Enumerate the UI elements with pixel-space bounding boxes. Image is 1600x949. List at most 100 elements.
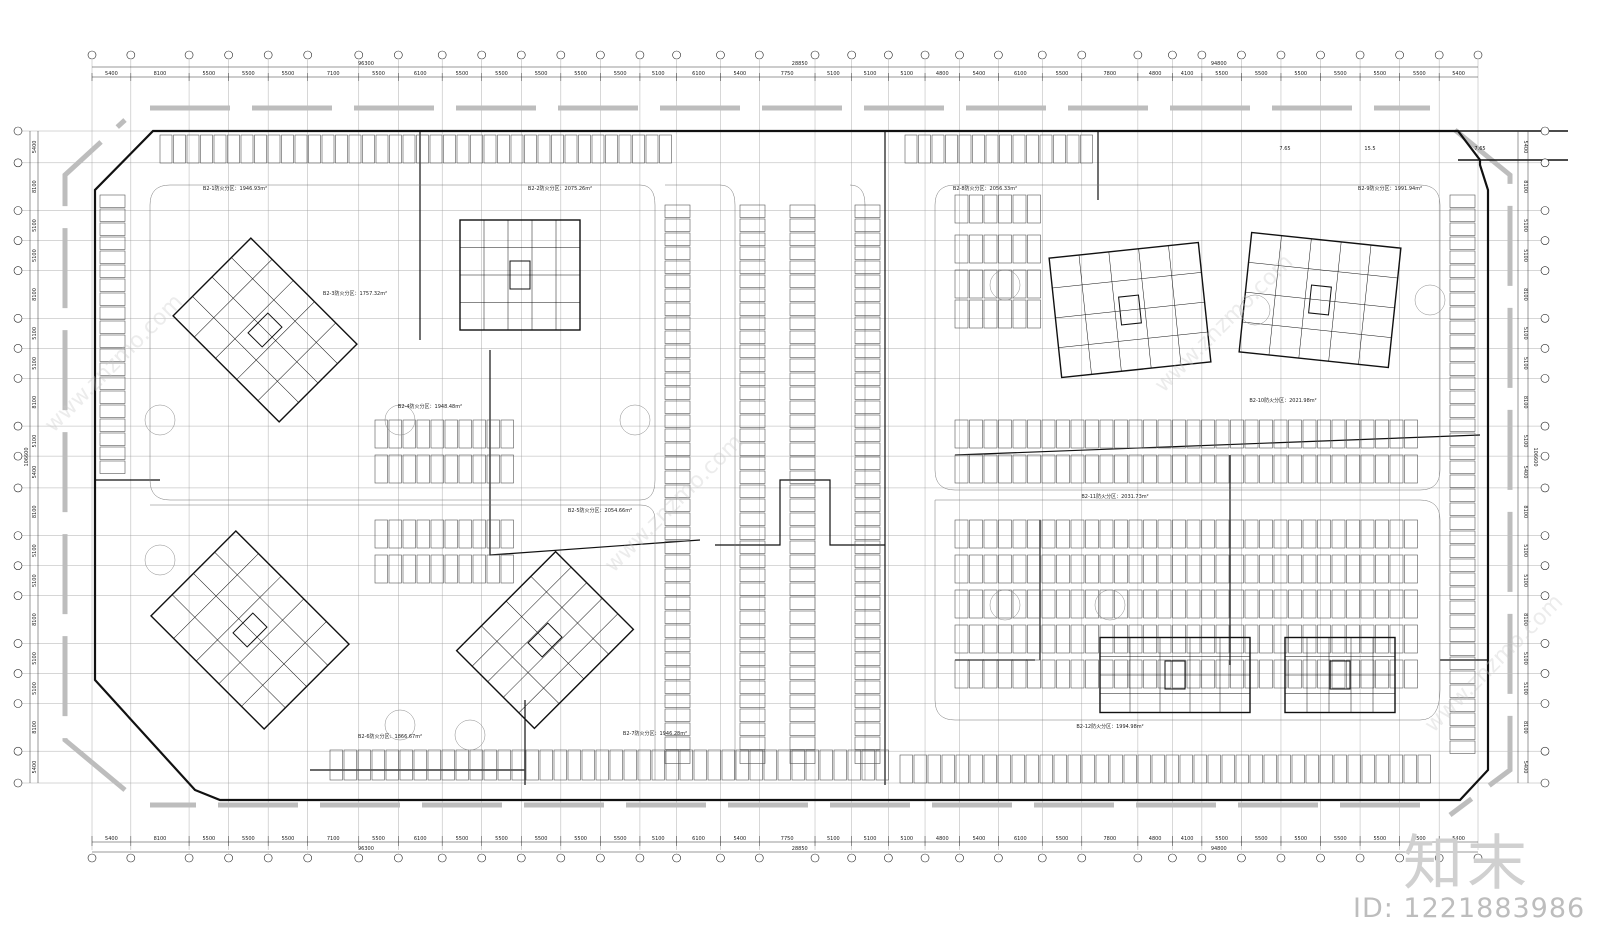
parking-stall — [1081, 754, 1095, 784]
dimension-label: 7750 — [781, 836, 794, 842]
parking-stall — [1114, 454, 1128, 484]
parking-stall — [1128, 454, 1143, 484]
parking-stall — [854, 414, 881, 428]
dimension-label: 8100 — [32, 613, 38, 626]
grid-bubble — [1540, 313, 1550, 323]
parking-stall — [1193, 754, 1207, 784]
parking-stall — [1230, 454, 1244, 484]
parking-stall — [472, 554, 486, 584]
dimension-label: 5500 — [1056, 836, 1069, 842]
parking-stall — [1288, 659, 1302, 689]
parking-stall — [1244, 519, 1259, 549]
parking-stall — [1172, 659, 1186, 689]
grid-bubble — [13, 561, 23, 570]
parking-stall — [972, 134, 985, 164]
dimension-label: 5400 — [1522, 466, 1528, 479]
parking-stall — [389, 134, 402, 164]
dimension-label: 5500 — [535, 836, 548, 842]
parking-stall — [1027, 419, 1041, 449]
grid-bubble — [920, 853, 930, 863]
building-gridline — [1248, 262, 1398, 279]
parking-stall — [388, 454, 402, 484]
parking-stall — [1389, 519, 1404, 549]
dimension-label: 5500 — [1334, 836, 1347, 842]
dimension-label: 8100 — [1522, 613, 1528, 626]
left-dimension-column: 5400810051005100810051005100810051005400… — [24, 131, 39, 783]
parking-stall — [1449, 600, 1476, 614]
parking-stall — [789, 428, 816, 442]
dimension-label: 7100 — [327, 836, 340, 842]
parking-stall — [1027, 624, 1041, 654]
dimension-label: 5500 — [535, 71, 548, 77]
parking-stall — [1389, 454, 1404, 484]
grid-bubble — [13, 451, 23, 461]
parking-stall — [819, 749, 833, 781]
grid-bubble — [184, 50, 194, 60]
parking-stall — [281, 134, 294, 164]
parking-stall — [789, 400, 816, 414]
parking-stall — [308, 134, 321, 164]
parking-stall — [497, 134, 510, 164]
parking-stall — [854, 638, 881, 652]
parking-stall — [1288, 624, 1302, 654]
parking-stall — [1128, 519, 1143, 549]
parking-stall — [998, 454, 1012, 484]
turning-circle — [989, 269, 1021, 301]
parking-stall — [954, 194, 969, 224]
grid-bubble — [13, 591, 23, 601]
turning-circle — [454, 719, 486, 751]
grid-bubble — [87, 853, 97, 863]
parking-stall — [707, 749, 721, 781]
turning-circle — [144, 404, 176, 436]
parking-stall — [1085, 624, 1099, 654]
parking-stall — [1302, 519, 1317, 549]
parking-stall — [969, 754, 983, 784]
parking-stall — [1012, 659, 1027, 689]
dimension-label: 7800 — [1103, 71, 1116, 77]
parking-stall — [854, 344, 881, 358]
grid-bubble — [1237, 50, 1246, 60]
dimension-label: 5500 — [282, 836, 295, 842]
grid-bubble — [1540, 746, 1550, 756]
dimension-label: 5400 — [32, 141, 38, 154]
parking-stall — [1207, 754, 1221, 784]
grid-bubble — [1540, 669, 1550, 678]
dimension-label: 5500 — [1056, 71, 1069, 77]
parking-stall — [998, 299, 1012, 329]
total-dimension-label: 96300 — [358, 846, 374, 852]
building-gridline — [214, 552, 328, 666]
parking-stall — [664, 568, 691, 582]
total-dimension-label: 28850 — [792, 61, 808, 67]
grid-bubble — [1133, 853, 1143, 863]
total-dimension-label: 94800 — [1211, 846, 1227, 852]
parking-stall — [99, 460, 126, 474]
parking-stall — [664, 456, 691, 470]
dimension-label: 5100 — [652, 71, 665, 77]
stair-core — [247, 312, 283, 348]
parking-stall — [789, 596, 816, 610]
parking-stall — [1172, 519, 1186, 549]
parking-stall — [847, 749, 861, 781]
parking-stall — [1143, 659, 1157, 689]
parking-stall — [749, 749, 763, 781]
parking-stall — [1277, 754, 1291, 784]
grid-bubble — [87, 50, 97, 60]
parking-stall — [664, 722, 691, 736]
parking-stall — [1449, 740, 1476, 754]
parking-stall — [1201, 454, 1215, 484]
parking-stall — [1331, 659, 1346, 689]
dimension-label: 5400 — [734, 836, 747, 842]
parking-stall — [969, 659, 983, 689]
parking-stall — [430, 519, 444, 549]
parking-stall — [472, 419, 486, 449]
parking-stall — [1201, 659, 1215, 689]
building-gridline — [172, 594, 286, 708]
parking-stall — [1449, 222, 1476, 236]
parking-stall — [472, 454, 486, 484]
dimension-label: 7750 — [781, 71, 794, 77]
parking-stall — [789, 302, 816, 316]
grid-bubble — [224, 853, 233, 863]
parking-stall — [1085, 419, 1099, 449]
parking-stall — [388, 419, 402, 449]
